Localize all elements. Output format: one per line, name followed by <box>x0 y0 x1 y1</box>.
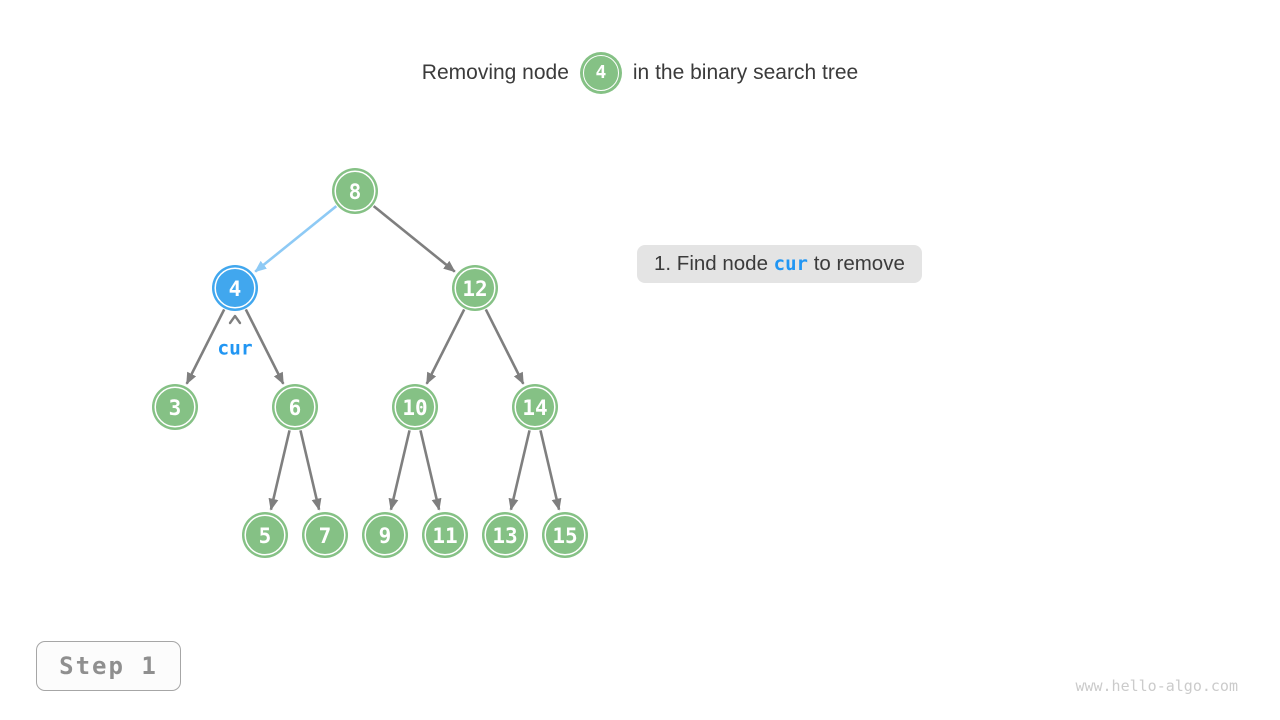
title-node-ring <box>582 55 619 91</box>
step-badge: Step 1 <box>36 641 181 691</box>
tree-node-value: 6 <box>289 396 302 420</box>
tree-node-value: 11 <box>432 524 457 548</box>
tree-node-13: 13 <box>482 512 528 558</box>
callout-keyword-cur: cur <box>773 253 808 275</box>
cur-pointer-caret-icon <box>228 314 242 325</box>
tree-edge-8-12 <box>372 205 456 273</box>
tree-node-15: 15 <box>542 512 588 558</box>
title-suffix: in the binary search tree <box>632 61 859 84</box>
tree-node-value: 10 <box>402 396 427 420</box>
tree-node-9: 9 <box>362 512 408 558</box>
tree-node-7: 7 <box>302 512 348 558</box>
tree-edge-4-3 <box>185 308 226 385</box>
title-node-circle: 4 <box>579 52 622 94</box>
tree-node-8: 8 <box>332 168 378 214</box>
tree-edge-6-7 <box>299 430 322 511</box>
tree-edge-12-14 <box>484 308 525 385</box>
tree-node-3: 3 <box>152 384 198 430</box>
diagram-title: Removing node 4 in the binary search tre… <box>0 52 1280 94</box>
tree-node-value: 15 <box>552 524 577 548</box>
tree-edge-14-13 <box>508 430 531 511</box>
tree-node-12: 12 <box>452 265 498 311</box>
tree-node-4: 4 <box>212 265 258 311</box>
callout-text-before: 1. Find node <box>654 252 774 275</box>
tree-node-11: 11 <box>422 512 468 558</box>
tree-node-value: 3 <box>169 396 182 420</box>
tree-node-value: 9 <box>379 524 392 548</box>
tree-node-5: 5 <box>242 512 288 558</box>
tree-node-6: 6 <box>272 384 318 430</box>
tree-node-value: 8 <box>349 180 362 204</box>
tree-node-14: 14 <box>512 384 558 430</box>
callout-text-after: to remove <box>808 252 905 275</box>
tree-node-value: 7 <box>319 524 332 548</box>
cur-pointer-label: cur <box>217 337 252 360</box>
tree-node-value: 12 <box>462 277 487 301</box>
tree-edge-4-6 <box>244 308 285 385</box>
title-prefix: Removing node <box>421 61 569 84</box>
tree-edge-10-9 <box>388 430 411 511</box>
tree-edge-10-11 <box>419 430 442 511</box>
tree-edge-12-10 <box>425 308 466 385</box>
tree-edge-14-15 <box>539 430 562 511</box>
watermark: www.hello-algo.com <box>1075 677 1238 695</box>
tree-node-value: 14 <box>522 396 547 420</box>
tree-edge-6-5 <box>268 430 291 511</box>
tree-node-value: 5 <box>259 524 272 548</box>
tree-node-10: 10 <box>392 384 438 430</box>
instruction-callout: 1. Find node cur to remove <box>637 245 922 283</box>
tree-edge-8-4 <box>254 205 338 273</box>
tree-node-value: 13 <box>492 524 517 548</box>
tree-node-value: 4 <box>229 277 242 301</box>
